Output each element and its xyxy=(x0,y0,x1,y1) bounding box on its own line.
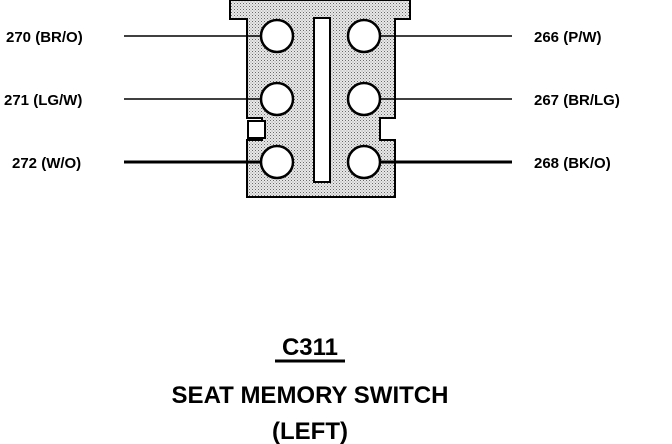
locking-tab xyxy=(313,17,331,183)
pin-label-right-mid: 267 (BR/LG) xyxy=(534,92,620,109)
pin-label-left-mid: 271 (LG/W) xyxy=(4,92,82,109)
pin-label-right-bot: 268 (BK/O) xyxy=(534,155,611,172)
key-notch xyxy=(247,120,266,139)
cavity-left-top xyxy=(259,18,295,54)
pin-label-right-top: 266 (P/W) xyxy=(534,29,602,46)
connector-name: SEAT MEMORY SWITCH xyxy=(172,382,449,409)
cavity-right-mid xyxy=(346,81,382,117)
leader-lines xyxy=(124,35,512,164)
cavity-left-mid xyxy=(259,81,295,117)
cavity-right-top xyxy=(346,18,382,54)
pin-label-left-top: 270 (BR/O) xyxy=(6,29,83,46)
cavity-right-bot xyxy=(346,144,382,180)
connector-location: (LEFT) xyxy=(272,418,348,444)
connector-id: C311 xyxy=(282,334,338,361)
cavity-left-bot xyxy=(259,144,295,180)
pin-label-left-bot: 272 (W/O) xyxy=(12,155,81,172)
